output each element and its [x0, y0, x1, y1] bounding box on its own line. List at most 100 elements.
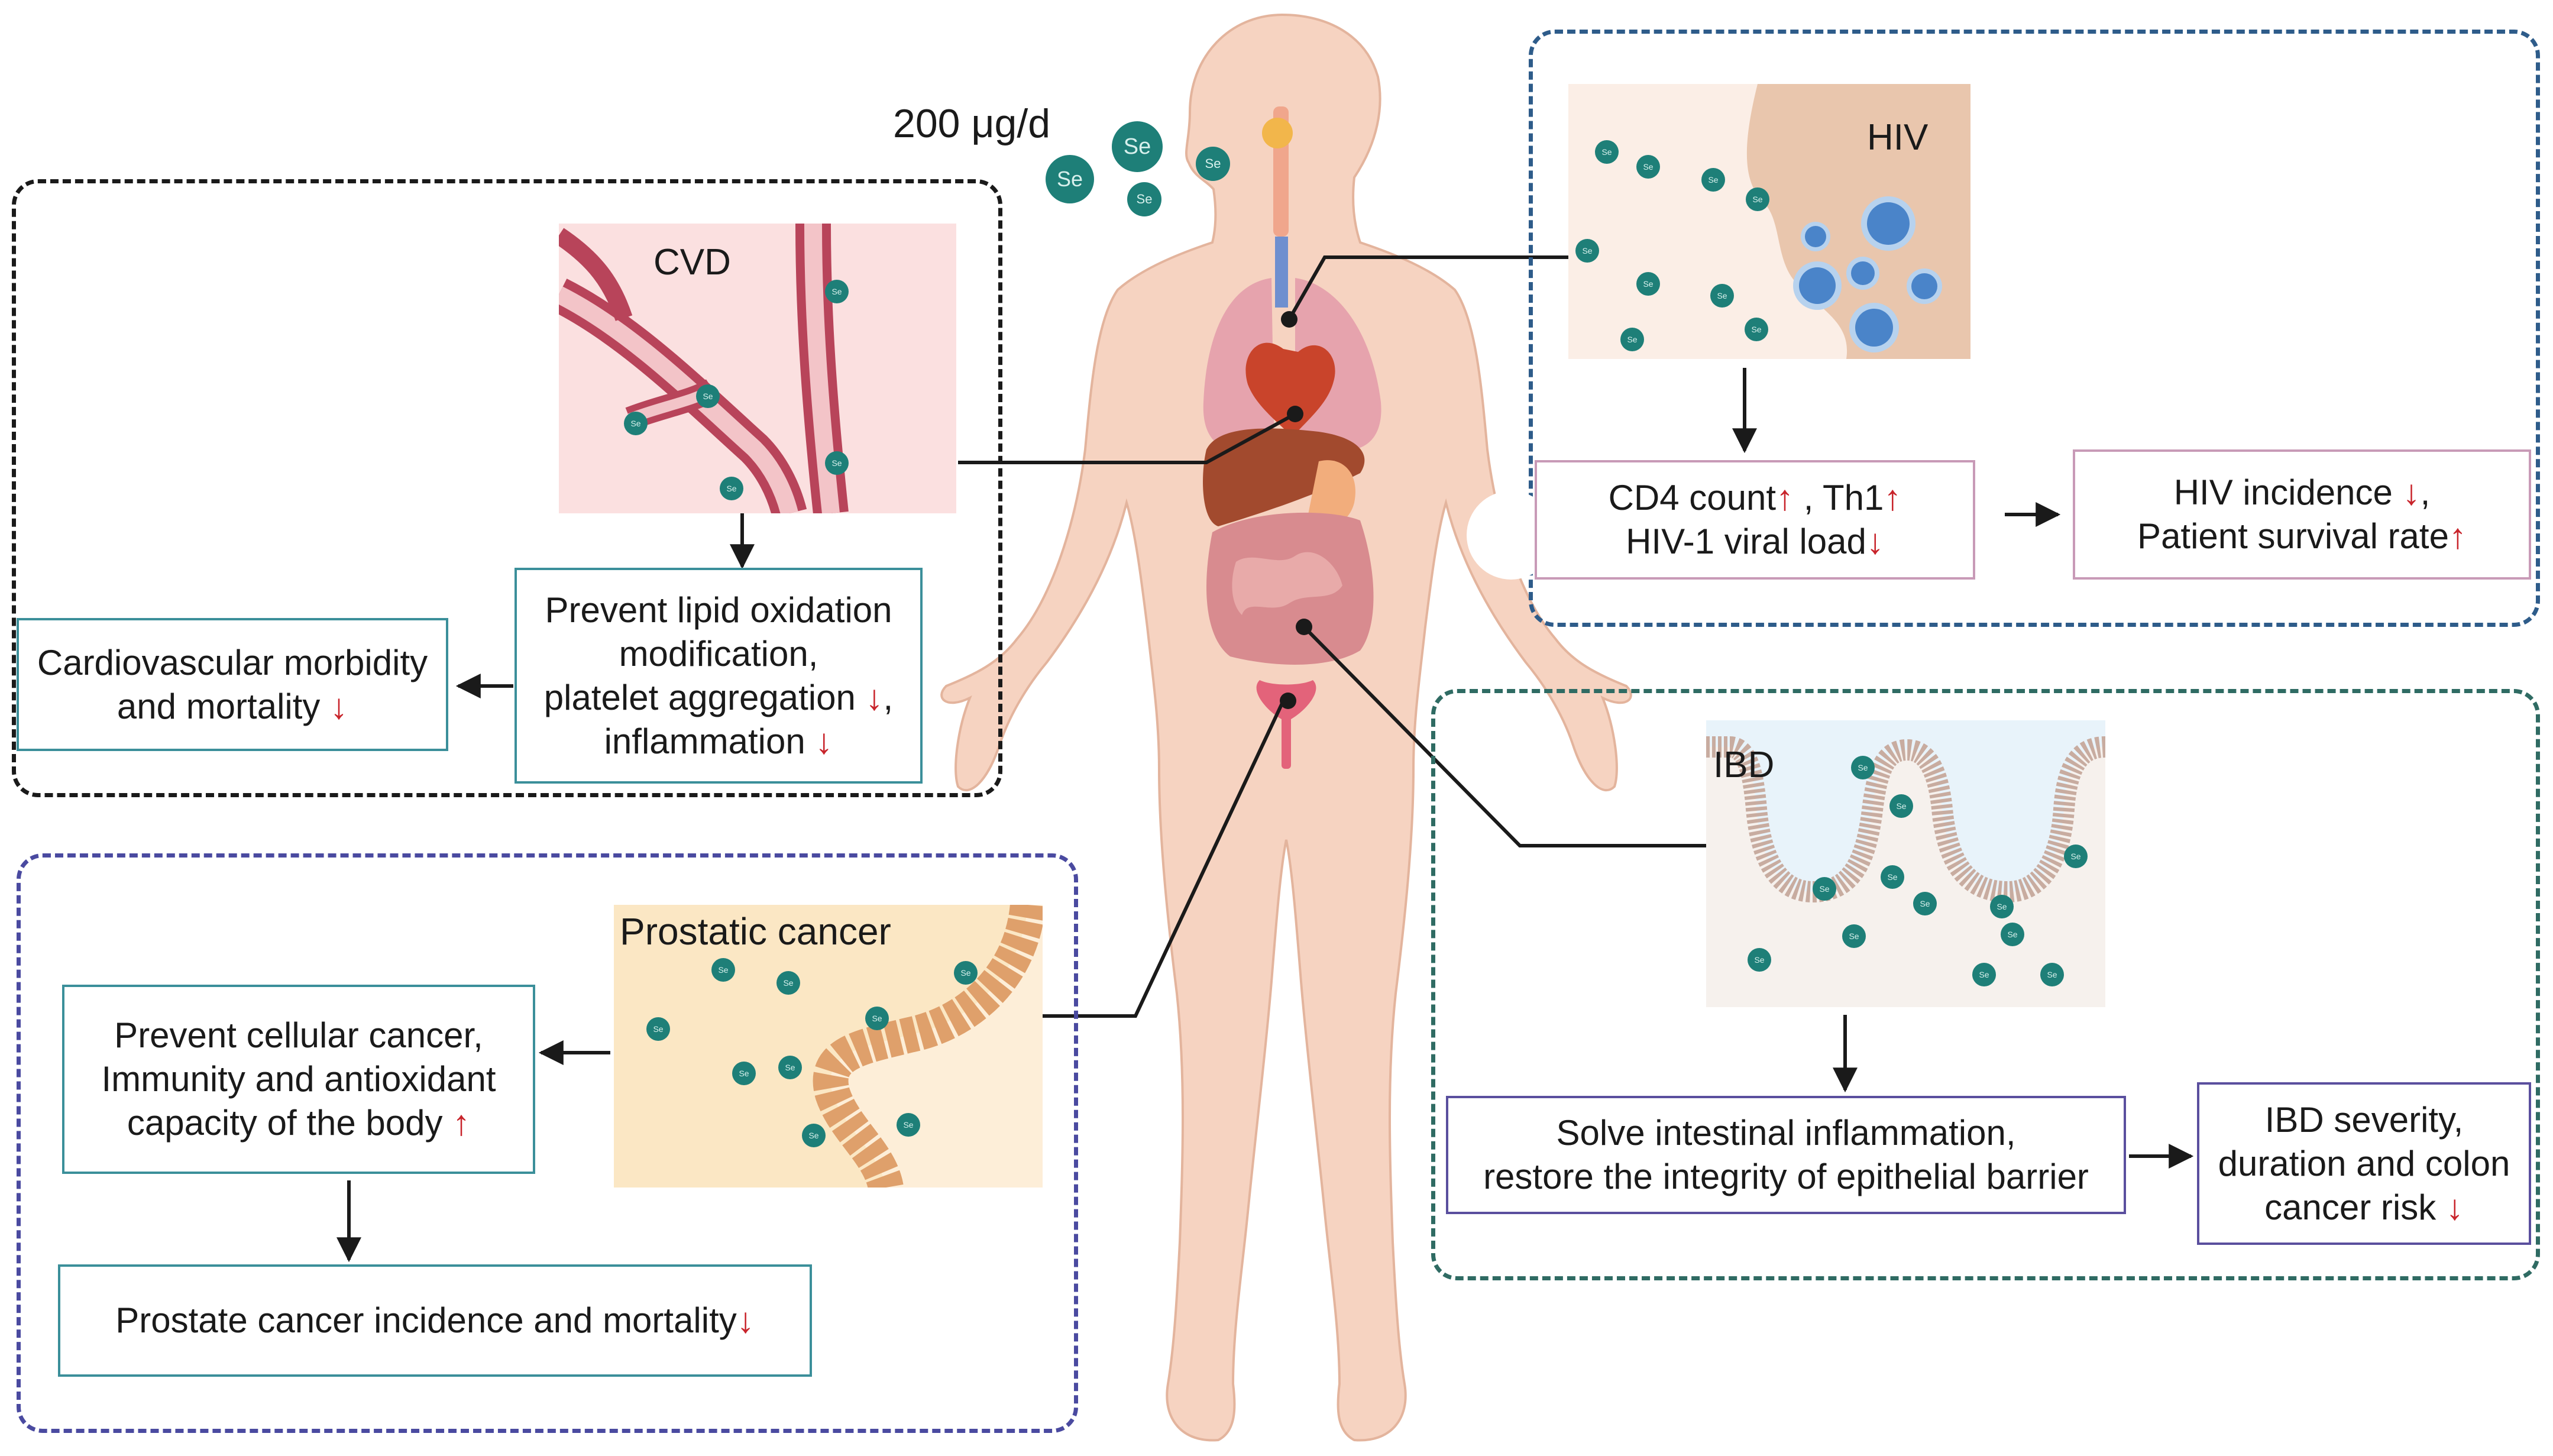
- cvd-group: [12, 179, 1002, 797]
- prostate-outcome-line: Prostate cancer incidence and mortality: [115, 1300, 737, 1340]
- hiv-mechanism-box: CD4 count↑ , Th1↑ HIV-1 viral load↓: [1535, 460, 1975, 580]
- ibd-mechanism-line-2: restore the integrity of epithelial barr…: [1483, 1157, 2089, 1196]
- prostate-mechanism-box: Prevent cellular cancer, Immunity and an…: [62, 985, 535, 1174]
- se-particle-icon: Se: [1620, 328, 1644, 351]
- se-particle-icon: Se: [696, 384, 720, 408]
- se-particle-icon: Se: [865, 1007, 889, 1030]
- se-particle-icon: Se: [711, 958, 735, 982]
- ibd-outcome-line-3: cancer risk: [2264, 1187, 2436, 1227]
- cvd-mechanism-line-2: modification,: [619, 633, 818, 674]
- prostate-group: [17, 853, 1078, 1433]
- se-particle-icon: Se: [732, 1062, 756, 1085]
- cvd-outcome-box: Cardiovascular morbidity and mortality ↓: [17, 618, 448, 751]
- hiv-group: [1529, 30, 2540, 627]
- se-particle-icon: Se: [1636, 155, 1660, 179]
- hiv-outcome-box: HIV incidence ↓, Patient survival rate↑: [2073, 449, 2531, 580]
- cvd-outcome-line-2: and mortality: [117, 686, 321, 726]
- hiv-mechanism-viral-load: HIV-1 viral load: [1626, 522, 1866, 561]
- human-body-icon: [940, 13, 1632, 1442]
- prostate-panel: Prostatic cancer Se Se Se Se Se Se Se Se…: [614, 905, 1043, 1188]
- se-particle-icon: Se: [1881, 865, 1904, 889]
- se-particle-icon: Se: [1889, 794, 1913, 818]
- cvd-mechanism-line-3: platelet aggregation: [543, 677, 856, 717]
- arrow-up-icon: ↑: [2448, 516, 2467, 556]
- se-particle-icon: Se: [825, 451, 849, 475]
- cvd-outcome-line-1: Cardiovascular morbidity: [37, 642, 428, 682]
- arrow-down-icon: ↓: [815, 721, 833, 761]
- connector-lines: [958, 255, 1706, 1018]
- se-particle-icon: Se: [1636, 272, 1660, 296]
- prostate-cell-icon: [813, 905, 1043, 1188]
- cvd-mechanism-line-4: inflammation: [604, 721, 805, 761]
- se-particle-icon: Se: [1913, 892, 1937, 915]
- ibd-outcome-line-1: IBD severity,: [2264, 1099, 2464, 1140]
- ibd-title: IBD: [1713, 745, 1775, 785]
- se-particle-icon: Se: [1127, 182, 1161, 216]
- se-particle-icon: Se: [897, 1113, 920, 1137]
- ibd-outcome-box: IBD severity, duration and colon cancer …: [2197, 1082, 2531, 1245]
- se-particle-icon: Se: [1813, 877, 1836, 901]
- virus-icon: [1799, 267, 1836, 304]
- arrow-down-icon: ↓: [1866, 522, 1884, 561]
- ibd-group: [1431, 689, 2540, 1280]
- flow-arrows: [336, 368, 2194, 1263]
- prostate-mechanism-line-1: Prevent cellular cancer,: [114, 1015, 483, 1055]
- ibd-mechanism-box: Solve intestinal inflammation, restore t…: [1446, 1096, 2126, 1214]
- arrow-down-icon: ↓: [865, 677, 884, 717]
- se-particle-icon: Se: [1112, 121, 1163, 172]
- se-particle-icon: Se: [2064, 845, 2088, 868]
- cvd-vessel-panel: CVD Se Se Se Se Se: [559, 224, 956, 513]
- se-particle-icon: Se: [2001, 923, 2024, 946]
- se-particle-icon: Se: [1748, 948, 1771, 972]
- cvd-mechanism-box: Prevent lipid oxidation modification, pl…: [515, 568, 923, 784]
- se-particle-icon: Se: [954, 961, 978, 985]
- hiv-outcome-line-1: HIV incidence: [2173, 473, 2393, 512]
- se-particle-icon: Se: [1972, 963, 1996, 986]
- hiv-mechanism-th1: , Th1: [1803, 478, 1884, 517]
- se-particle-icon: Se: [1046, 155, 1094, 203]
- arrow-down-icon: ↓: [2402, 473, 2421, 512]
- se-particle-icon: Se: [1851, 756, 1875, 779]
- prostate-mechanism-line-3: capacity of the body: [127, 1103, 443, 1143]
- virus-icon: [1867, 202, 1910, 245]
- se-particle-icon: Se: [1196, 147, 1230, 181]
- ibd-panel: IBD Se Se Se Se Se Se Se Se Se Se Se Se: [1706, 720, 2105, 1007]
- virus-icon: [1855, 309, 1893, 347]
- ibd-outcome-line-2: duration and colon: [2218, 1143, 2510, 1183]
- cvd-title: CVD: [653, 242, 731, 283]
- se-particle-icon: Se: [802, 1124, 826, 1147]
- prostate-title: Prostatic cancer: [620, 910, 891, 953]
- se-particle-icon: Se: [778, 1056, 802, 1079]
- arrow-up-icon: ↑: [1884, 478, 1902, 517]
- hiv-outcome-line-2: Patient survival rate: [2137, 516, 2449, 556]
- hiv-title: HIV: [1867, 117, 1928, 158]
- se-particle-icon: Se: [1746, 187, 1769, 211]
- se-particle-icon: Se: [825, 280, 849, 303]
- ibd-mechanism-line-1: Solve intestinal inflammation,: [1556, 1113, 2016, 1153]
- se-particle-icon: Se: [1575, 239, 1599, 263]
- se-particle-icon: Se: [776, 971, 800, 995]
- virus-icon: [1911, 273, 1937, 299]
- se-particle-icon: Se: [1701, 168, 1725, 192]
- arrow-down-icon: ↓: [2445, 1187, 2464, 1227]
- se-particle-icon: Se: [720, 477, 743, 500]
- hiv-panel: HIV Se Se Se Se Se Se Se Se Se: [1568, 84, 1970, 359]
- connector-dots: [1280, 311, 1312, 709]
- blood-vessel-icon: [559, 224, 849, 513]
- se-particle-icon: Se: [624, 412, 648, 435]
- arrow-up-icon: ↑: [1776, 478, 1794, 517]
- hiv-mechanism-cd4: CD4 count: [1608, 478, 1777, 517]
- se-particle-icon: Se: [1745, 318, 1768, 341]
- cvd-mechanism-line-1: Prevent lipid oxidation: [545, 590, 892, 630]
- virus-icon: [1851, 261, 1875, 285]
- se-particle-icon: Se: [1990, 895, 2014, 918]
- se-particle-icon: Se: [1710, 284, 1734, 308]
- virus-icon: [1805, 226, 1826, 247]
- se-particle-icon: Se: [646, 1017, 670, 1041]
- arrow-up-icon: ↑: [452, 1103, 471, 1143]
- prostate-mechanism-line-2: Immunity and antioxidant: [101, 1059, 496, 1099]
- dose-label: 200 μg/d: [893, 101, 1051, 146]
- se-particle-icon: Se: [1842, 924, 1866, 948]
